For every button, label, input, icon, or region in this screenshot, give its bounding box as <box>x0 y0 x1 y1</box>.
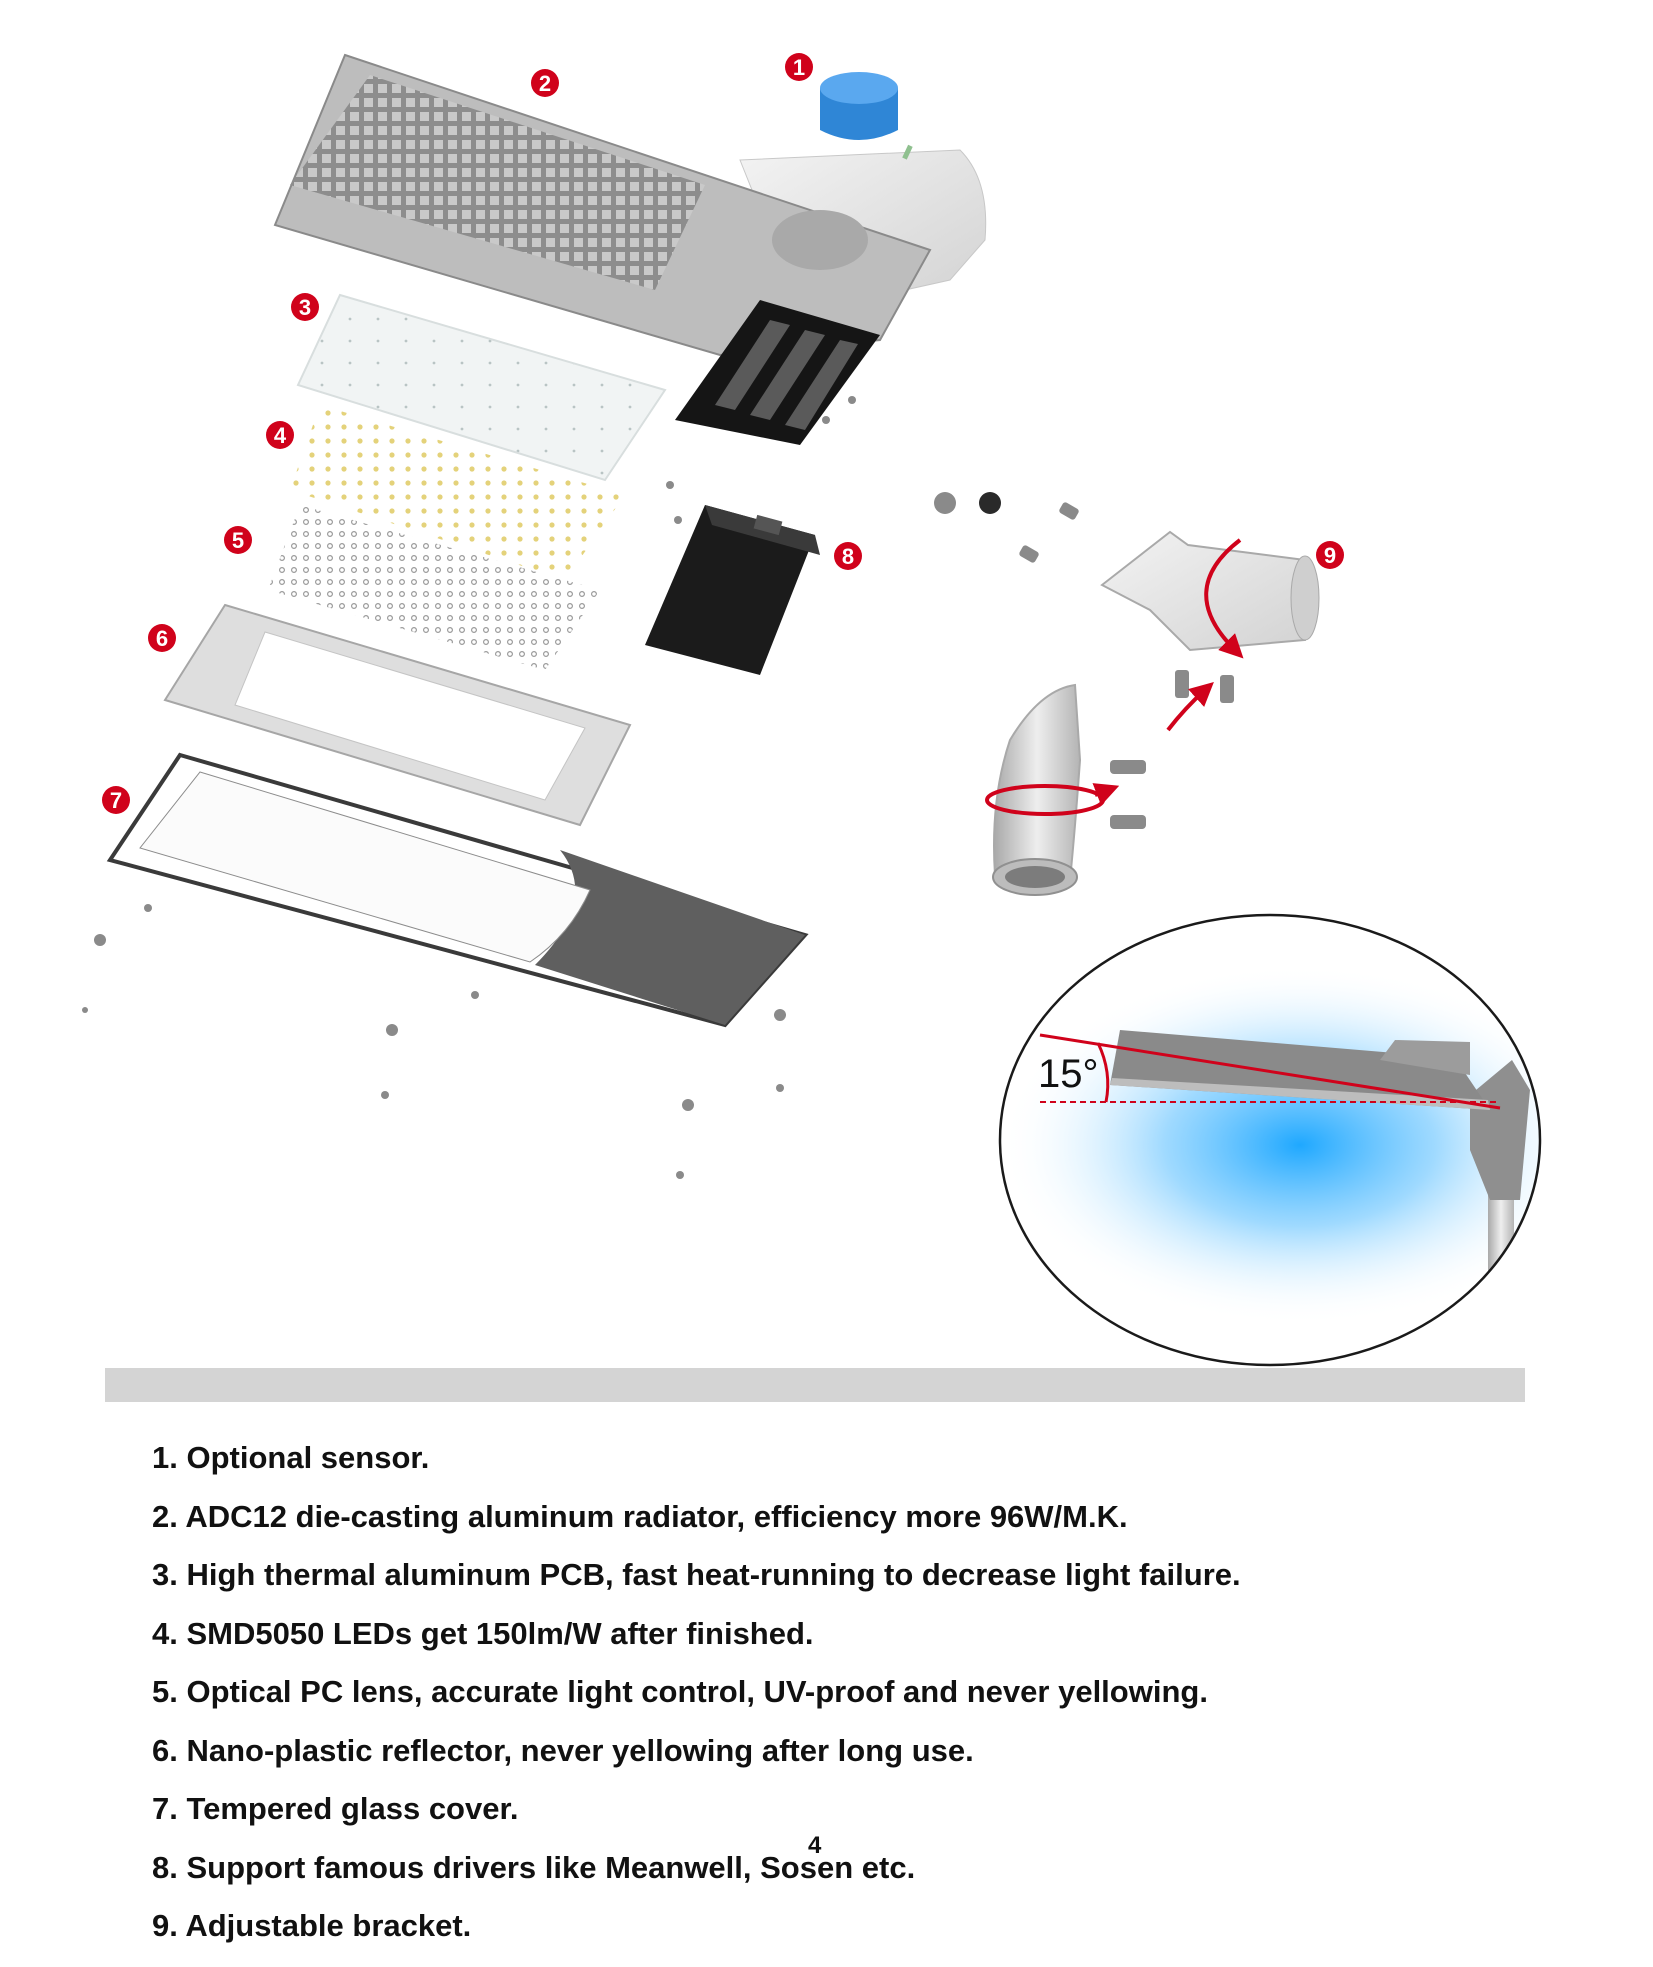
feature-item: 7. Tempered glass cover. <box>152 1791 519 1826</box>
feature-item: 6. Nano-plastic reflector, never yellowi… <box>152 1732 974 1768</box>
svg-text:2: 2 <box>539 71 551 96</box>
marker-4: 4 <box>266 421 294 449</box>
optical-lens <box>268 505 600 670</box>
exploded-view-illustration: 15° 1 2 3 4 5 6 7 8 9 <box>82 53 1542 1367</box>
tilt-angle-inset: 15° <box>998 913 1542 1367</box>
feature-item: 5. Optical PC lens, accurate light contr… <box>152 1674 1208 1709</box>
svg-text:8: 8 <box>842 544 854 569</box>
svg-text:1: 1 <box>793 55 805 80</box>
glass-cover <box>106 752 809 1028</box>
part-markers: 1 2 3 4 5 6 7 8 9 <box>102 53 1344 814</box>
feature-item: 3. High thermal aluminum PCB, fast heat-… <box>152 1557 1241 1592</box>
svg-text:9: 9 <box>1324 543 1336 568</box>
tilt-angle-label: 15° <box>1038 1052 1099 1096</box>
divider-bar <box>105 1368 1525 1402</box>
feature-item: 4. SMD5050 LEDs get 150lm/W after finish… <box>152 1615 814 1651</box>
marker-5: 5 <box>224 526 252 554</box>
feature-list: 1. Optional sensor. 2. ADC12 die-casting… <box>152 1436 1241 1963</box>
adjustable-bracket <box>985 530 1320 896</box>
svg-text:7: 7 <box>110 788 122 813</box>
marker-7: 7 <box>102 786 130 814</box>
marker-9: 9 <box>1316 541 1344 569</box>
svg-text:4: 4 <box>274 423 287 448</box>
marker-8: 8 <box>834 542 862 570</box>
feature-item: 8. Support famous drivers like Meanwell,… <box>152 1849 916 1885</box>
reflector <box>163 603 632 827</box>
feature-item: 2. ADC12 die-casting aluminum radiator, … <box>152 1498 1128 1534</box>
svg-text:3: 3 <box>299 295 311 320</box>
driver-box <box>645 505 820 675</box>
sensor <box>820 72 913 160</box>
feature-item: 9. Adjustable bracket. <box>152 1908 472 1943</box>
screws <box>82 396 1234 1179</box>
radiator-housing <box>273 53 987 445</box>
led-array <box>290 405 625 580</box>
page-number: 4 <box>808 1832 822 1859</box>
pcb-board <box>296 293 667 482</box>
svg-text:5: 5 <box>232 528 244 553</box>
marker-2: 2 <box>531 69 559 97</box>
marker-1: 1 <box>785 53 813 81</box>
svg-text:6: 6 <box>156 626 168 651</box>
marker-6: 6 <box>148 624 176 652</box>
marker-3: 3 <box>291 293 319 321</box>
feature-item: 1. Optional sensor. <box>152 1440 430 1475</box>
